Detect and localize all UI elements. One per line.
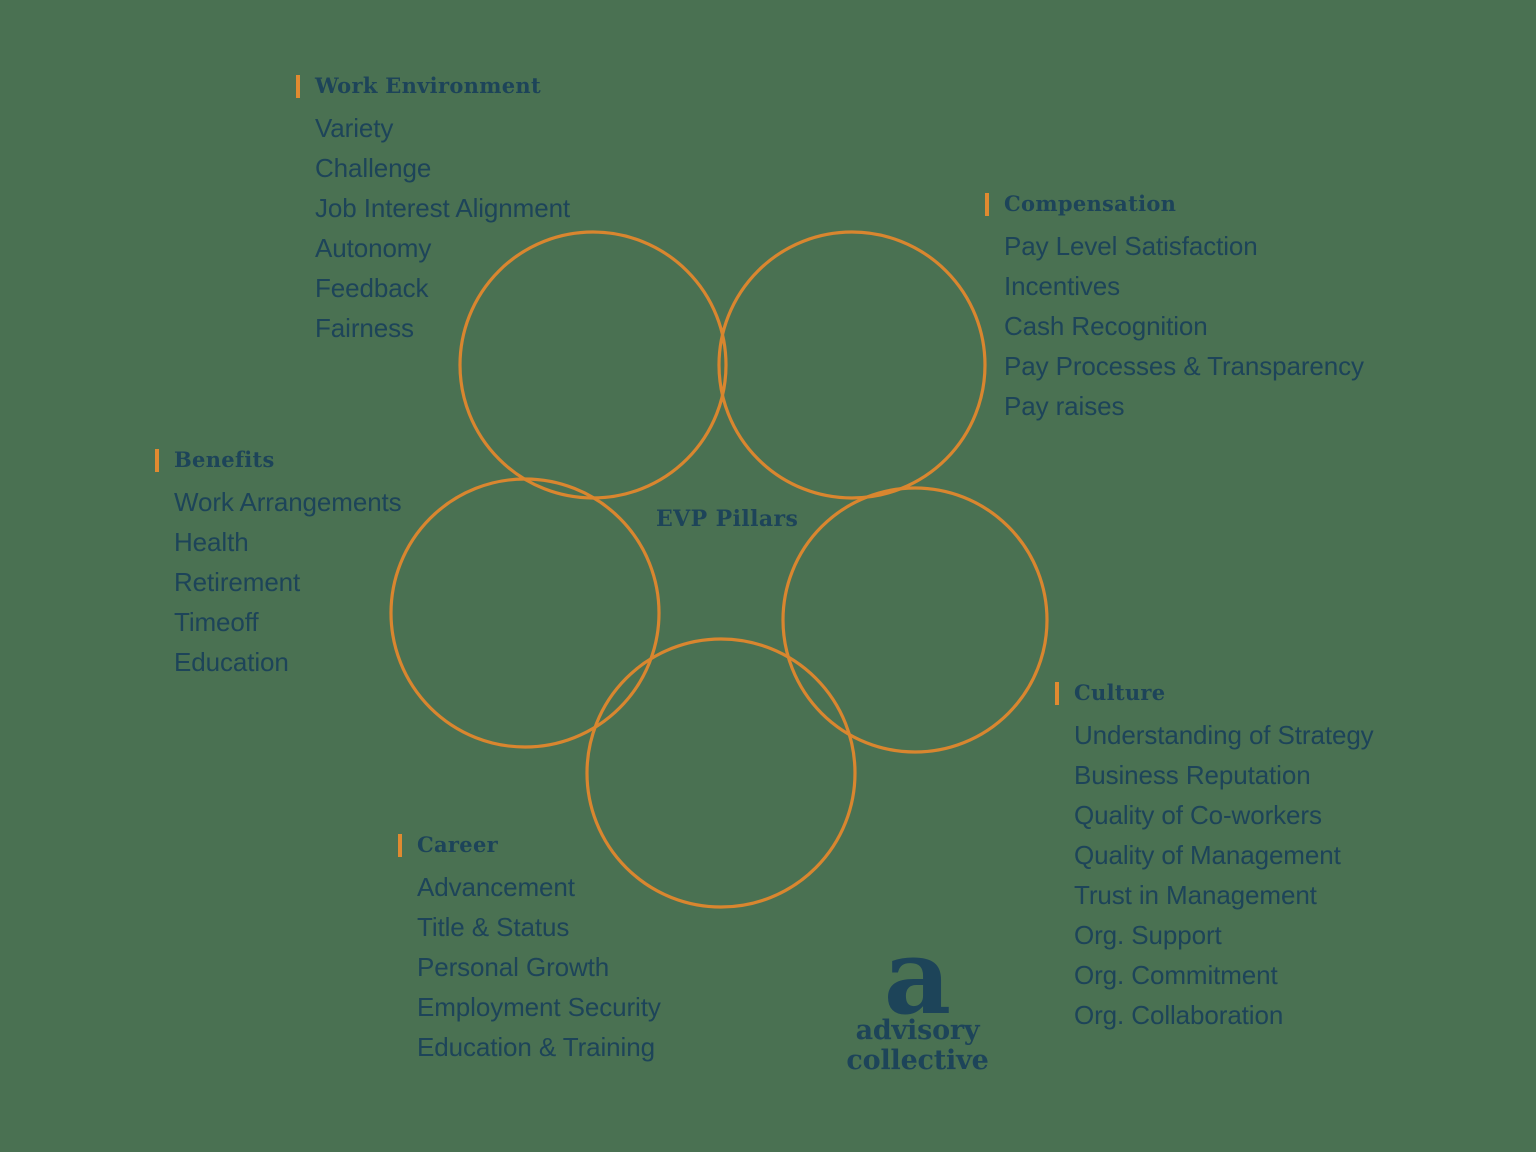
pillar-career-heading: Career <box>398 832 661 857</box>
pillar-work-environment: Work Environment Variety Challenge Job I… <box>296 74 570 348</box>
pillar-compensation-title: Compensation <box>1004 191 1177 216</box>
accent-bar-icon <box>155 449 159 472</box>
list-item: Quality of Management <box>1074 840 1341 871</box>
list-item: Variety <box>315 113 394 144</box>
pillar-benefits: Benefits Work Arrangements Health Retire… <box>155 448 402 682</box>
advisory-collective-logo: a advisory collective <box>825 915 1010 1076</box>
list-item: Fairness <box>315 313 414 344</box>
culture-circle <box>781 486 1049 754</box>
list-item: Retirement <box>174 567 301 598</box>
pillar-benefits-heading: Benefits <box>155 447 402 472</box>
pillar-career: Career Advancement Title & Status Person… <box>398 833 661 1067</box>
accent-bar-icon <box>296 75 300 98</box>
logo-a-mark-icon: a <box>883 915 952 1038</box>
list-item: Understanding of Strategy <box>1074 720 1374 751</box>
list-item: Pay raises <box>1004 391 1125 422</box>
pillar-culture-title: Culture <box>1074 680 1166 705</box>
list-item: Cash Recognition <box>1004 311 1208 342</box>
list-item: Org. Commitment <box>1074 960 1278 991</box>
logo-wordmark-line2: collective <box>846 1045 989 1076</box>
list-item: Health <box>174 527 249 558</box>
list-item: Trust in Management <box>1074 880 1317 911</box>
pillar-compensation: Compensation Pay Level Satisfaction Ince… <box>985 192 1364 426</box>
evp-pillars-center-label: EVP Pillars <box>656 506 799 532</box>
benefits-circle <box>389 477 661 749</box>
list-item: Pay Level Satisfaction <box>1004 231 1258 262</box>
pillar-work-environment-title: Work Environment <box>315 73 541 98</box>
list-item: Org. Collaboration <box>1074 1000 1284 1031</box>
list-item: Quality of Co-workers <box>1074 800 1322 831</box>
list-item: Pay Processes & Transparency <box>1004 351 1364 382</box>
pillar-work-environment-heading: Work Environment <box>296 73 570 98</box>
list-item: Advancement <box>417 872 575 903</box>
list-item: Business Reputation <box>1074 760 1311 791</box>
list-item: Job Interest Alignment <box>315 193 571 224</box>
accent-bar-icon <box>398 834 402 857</box>
pillar-benefits-title: Benefits <box>174 447 275 472</box>
list-item: Education & Training <box>417 1032 655 1063</box>
list-item: Education <box>174 647 289 678</box>
logo-wordmark-line1: advisory <box>855 1015 980 1046</box>
pillar-work-environment-list: Variety Challenge Job Interest Alignment… <box>296 108 570 348</box>
accent-bar-icon <box>1055 682 1059 705</box>
pillar-culture: Culture Understanding of Strategy Busine… <box>1055 681 1374 1035</box>
pillar-culture-heading: Culture <box>1055 680 1374 705</box>
pillar-culture-list: Understanding of Strategy Business Reput… <box>1055 715 1374 1035</box>
list-item: Challenge <box>315 153 432 184</box>
compensation-circle <box>717 230 987 500</box>
list-item: Feedback <box>315 273 429 304</box>
pillar-career-list: Advancement Title & Status Personal Grow… <box>398 867 661 1067</box>
list-item: Work Arrangements <box>174 487 402 518</box>
list-item: Incentives <box>1004 271 1121 302</box>
pillar-compensation-list: Pay Level Satisfaction Incentives Cash R… <box>985 226 1364 426</box>
list-item: Employment Security <box>417 992 661 1023</box>
list-item: Title & Status <box>417 912 570 943</box>
list-item: Personal Growth <box>417 952 610 983</box>
list-item: Autonomy <box>315 233 432 264</box>
pillar-compensation-heading: Compensation <box>985 191 1364 216</box>
pillar-career-title: Career <box>417 832 498 857</box>
accent-bar-icon <box>985 193 989 216</box>
list-item: Org. Support <box>1074 920 1222 951</box>
pillar-benefits-list: Work Arrangements Health Retirement Time… <box>155 482 402 682</box>
list-item: Timeoff <box>174 607 259 638</box>
